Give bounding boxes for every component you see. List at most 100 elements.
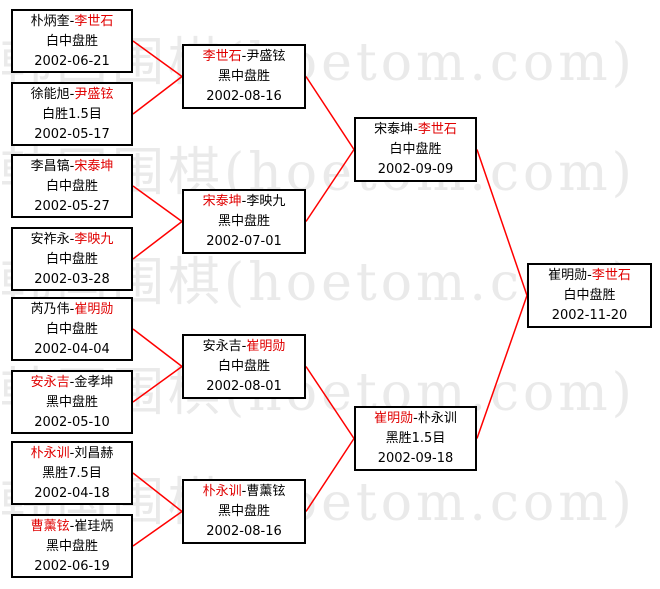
match-result: 黑中盘胜 [45,539,98,554]
match-players: 安永吉-金孝坤 [13,373,131,393]
match-box: 李昌镐-宋泰坤白中盘胜 2002-05-27 [11,154,133,218]
match-date: 2002-03-28 [34,272,110,287]
player-separator: - [241,339,247,354]
player-name: 朴永训 [417,411,457,426]
player-separator: - [69,232,75,247]
bracket-connector-line [132,220,183,260]
player-separator: - [413,411,418,426]
player-name: 宋泰坤 [202,194,242,209]
player-name: 朴炳奎 [30,14,70,29]
match-box: 安永吉-金孝坤黑中盘胜 2002-05-10 [11,370,133,434]
match-box: 曹薰铉-崔珪炳黑中盘胜 2002-06-19 [11,514,133,578]
match-players: 李昌镐-宋泰坤 [13,157,131,177]
player-name: 崔明勋 [374,411,414,426]
match-date: 2002-04-04 [34,342,110,357]
match-players: 曹薰铉-崔珪炳 [13,517,131,537]
match-date: 2002-09-18 [377,451,454,466]
bracket-connector-line [132,328,183,368]
player-separator: - [69,14,75,29]
player-separator: - [69,519,75,534]
player-name: 宋泰坤 [374,122,414,137]
player-name: 李昌镐 [30,159,70,174]
bracket-connector-line [132,365,183,403]
match-date: 2002-07-01 [206,234,282,249]
match-date: 2002-05-27 [34,199,110,214]
bracket-connector-line [132,472,183,513]
match-players: 朴炳奎-李世石 [13,12,131,32]
match-result: 白中盘胜 [217,359,270,374]
bracket-connector-line [476,295,528,439]
bracket-connector-line [305,149,355,222]
match-result: 白中盘胜 [389,142,442,157]
match-result: 白中盘胜 [563,288,616,303]
match-date: 2002-04-18 [34,486,110,501]
match-result: 黑胜1.5目 [385,431,446,446]
player-name: 李世石 [591,268,631,283]
match-players: 崔明勋-李世石 [529,266,650,286]
player-name: 曹薰铉 [30,519,70,534]
bracket-connector-line [132,185,183,223]
bracket-connector-line [476,149,528,296]
player-separator: - [241,49,247,64]
match-date: 2002-08-01 [206,379,282,394]
player-name: 崔明勋 [246,339,286,354]
match-result: 白胜1.5目 [42,107,102,122]
match-date: 2002-06-21 [34,54,110,69]
match-players: 徐能旭-尹盛铉 [13,85,131,105]
player-separator: - [241,194,247,209]
player-name: 李世石 [202,49,242,64]
match-date: 2002-08-16 [206,89,282,104]
match-box: 朴永训-曹薰铉黑中盘胜 2002-08-16 [182,479,306,544]
match-box: 徐能旭-尹盛铉白胜1.5目 2002-05-17 [11,82,133,146]
player-name: 崔明勋 [74,302,114,317]
match-result: 黑中盘胜 [217,69,270,84]
match-players: 宋泰坤-李世石 [356,120,475,140]
match-date: 2002-06-19 [34,559,110,574]
player-name: 金孝坤 [74,375,114,390]
player-name: 李世石 [417,122,457,137]
match-result: 黑中盘胜 [217,214,270,229]
player-name: 朴永训 [202,484,242,499]
player-name: 李世石 [74,14,114,29]
match-date: 2002-05-10 [34,415,110,430]
player-separator: - [413,122,418,137]
match-box: 崔明勋-朴永训黑胜1.5目 2002-09-18 [354,406,477,471]
match-box: 安永吉-崔明勋白中盘胜 2002-08-01 [182,334,306,399]
player-name: 宋泰坤 [74,159,114,174]
match-result: 黑中盘胜 [217,504,270,519]
player-name: 李映九 [74,232,114,247]
match-players: 安祚永-李映九 [13,230,131,250]
match-result: 白中盘胜 [45,322,98,337]
bracket-connector-line [132,510,183,547]
match-players: 朴永训-曹薰铉 [184,482,304,502]
player-name: 崔珪炳 [74,519,114,534]
player-name: 刘昌赫 [74,446,114,461]
bracket-connector-line [132,75,183,115]
match-players: 芮乃伟-崔明勋 [13,300,131,320]
match-box: 李世石-尹盛铉黑中盘胜 2002-08-16 [182,44,306,109]
match-date: 2002-05-17 [34,127,110,142]
bracket-connector-line [305,438,355,512]
player-name: 曹薰铉 [246,484,286,499]
player-name: 尹盛铉 [246,49,286,64]
player-separator: - [241,484,247,499]
player-separator: - [69,446,75,461]
match-box: 朴炳奎-李世石白中盘胜 2002-06-21 [11,9,133,73]
player-separator: - [69,87,75,102]
match-box: 崔明勋-李世石白中盘胜 2002-11-20 [527,263,652,328]
match-players: 朴永训-刘昌赫 [13,444,131,464]
player-name: 朴永训 [30,446,70,461]
bracket-connector-line [132,40,183,78]
match-result: 白中盘胜 [45,34,98,49]
match-result: 黑中盘胜 [45,395,98,410]
bracket-connector-line [305,366,355,439]
match-result: 白中盘胜 [45,179,98,194]
match-date: 2002-08-16 [206,524,282,539]
match-date: 2002-11-20 [551,308,628,323]
match-players: 安永吉-崔明勋 [184,337,304,357]
